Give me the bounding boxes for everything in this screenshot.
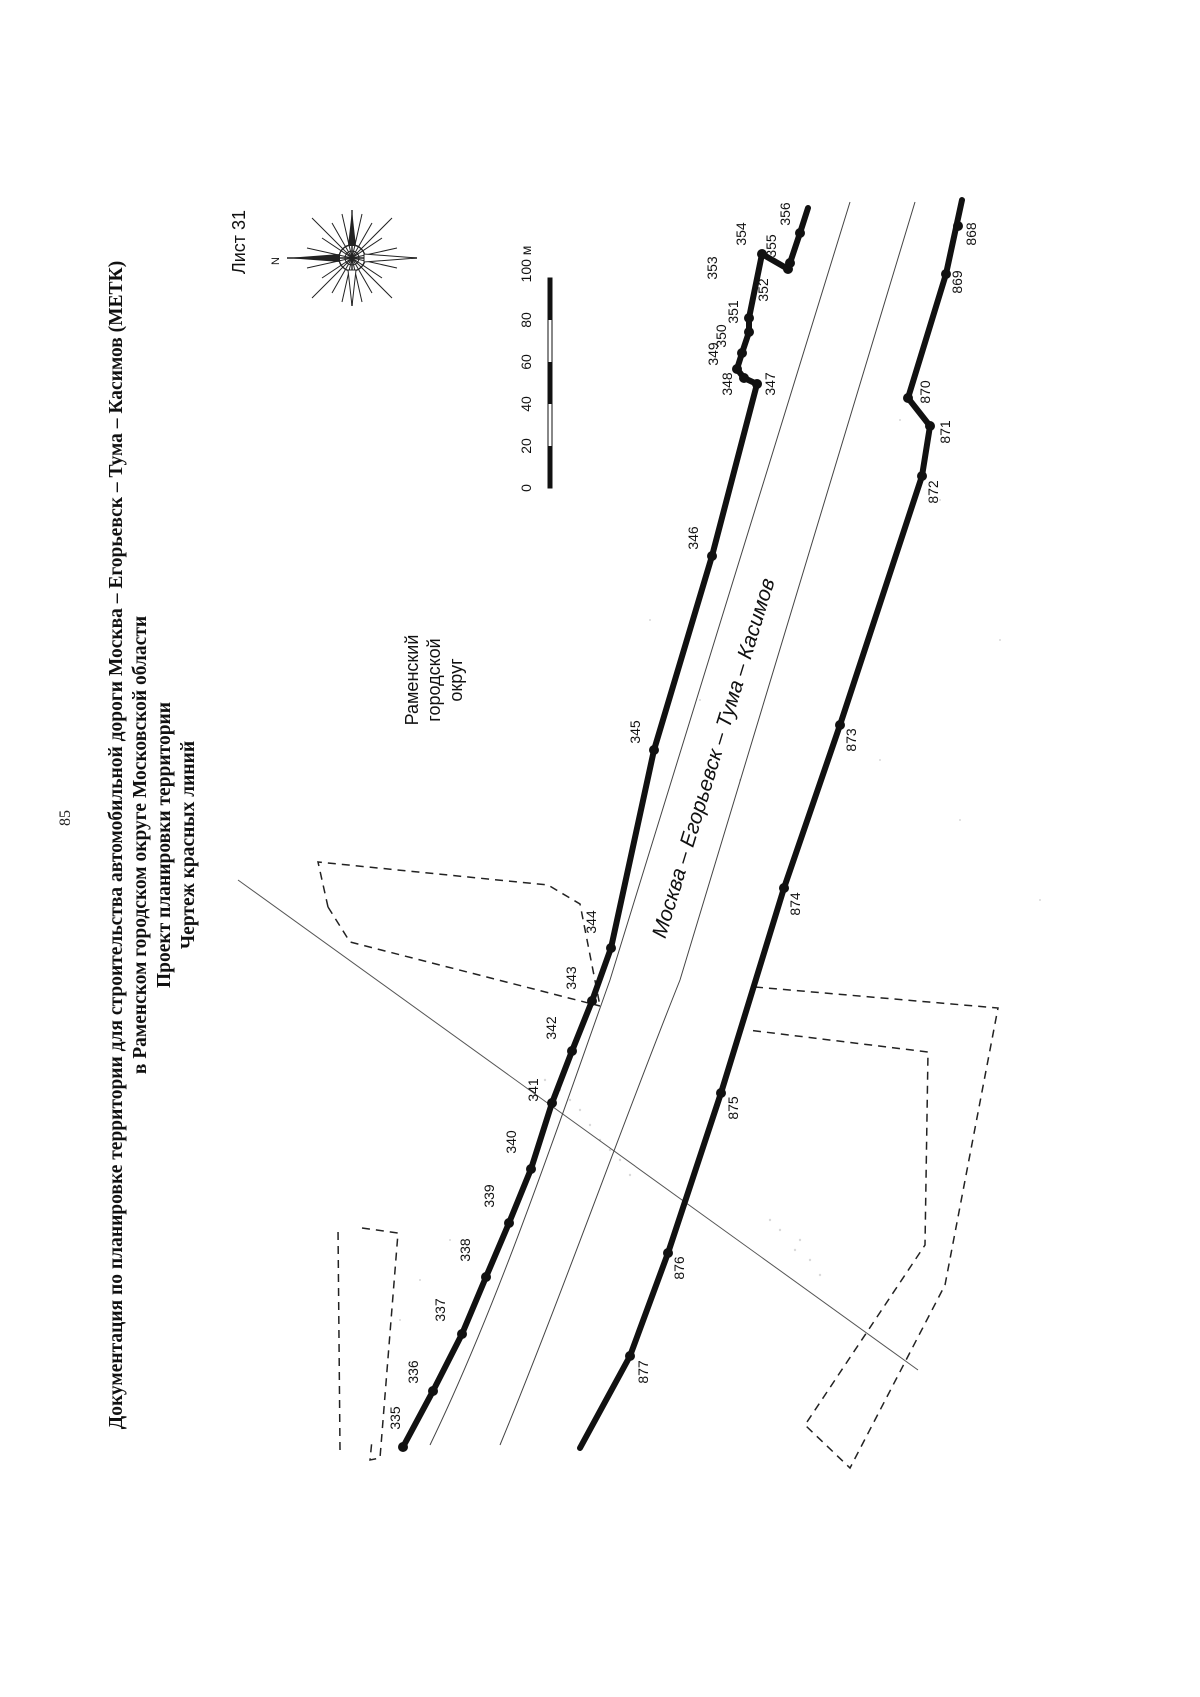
dashed-parcel-left: [337, 1227, 341, 1451]
label-340: 340: [503, 1130, 519, 1154]
scale-tick-80: 80: [518, 312, 534, 328]
scale-bar: 0 20 40 60 80 100 м: [518, 246, 553, 492]
label-876: 876: [671, 1256, 687, 1280]
dashed-parcel-bottom: [747, 986, 999, 1470]
road-edge-south: [499, 201, 916, 1446]
dashed-boundaries: [317, 861, 999, 1470]
point-335: [398, 1442, 408, 1452]
point-347: [752, 379, 762, 389]
label-356: 356: [777, 202, 793, 226]
label-341: 341: [525, 1078, 541, 1102]
point-877: [625, 1351, 635, 1361]
label-342: 342: [543, 1016, 559, 1040]
label-873: 873: [843, 728, 859, 752]
point-356: [795, 228, 805, 238]
district-label-line-2: городской: [424, 638, 444, 721]
label-350: 350: [713, 324, 729, 348]
label-875: 875: [725, 1096, 741, 1120]
label-345: 345: [627, 720, 643, 744]
title-line-1: Документация по планировке территории дл…: [106, 261, 127, 1429]
label-877: 877: [635, 1360, 651, 1384]
label-336: 336: [405, 1360, 421, 1384]
point-342: [567, 1046, 577, 1056]
label-872: 872: [925, 480, 941, 504]
scale-tick-60: 60: [518, 354, 534, 370]
point-339: [504, 1218, 514, 1228]
label-347: 347: [762, 372, 778, 396]
label-353: 353: [704, 256, 720, 280]
point-350: [737, 348, 747, 358]
title-line-2: в Раменском городском округе Московской …: [130, 616, 151, 1074]
label-343: 343: [563, 966, 579, 990]
point-349: [732, 364, 742, 374]
label-346: 346: [685, 526, 701, 550]
point-876: [663, 1248, 673, 1258]
north-label: N: [270, 257, 282, 265]
district-label-line-1: Раменский: [402, 635, 422, 726]
label-338: 338: [457, 1238, 473, 1262]
red-line-points-north: [398, 228, 805, 1452]
point-874: [779, 883, 789, 893]
label-868: 868: [963, 222, 979, 246]
point-353: [757, 249, 767, 259]
title-line-4: Чертеж красных линий: [178, 741, 199, 949]
point-348: [739, 373, 749, 383]
label-870: 870: [917, 380, 933, 404]
label-352: 352: [755, 278, 771, 302]
label-355: 355: [763, 234, 779, 258]
label-354: 354: [733, 222, 749, 246]
label-351: 351: [725, 300, 741, 324]
point-labels-north: 335 336 337 338 339 340 341 342 343 344 …: [387, 202, 793, 1430]
point-351: [744, 327, 754, 337]
sheet-label: Лист 31: [229, 210, 249, 274]
point-labels-south: 868 869 870 871 872 873 874 875 876 877: [635, 222, 979, 1384]
road-edge-north: [429, 201, 851, 1446]
point-869: [941, 269, 951, 279]
scale-tick-20: 20: [518, 438, 534, 454]
label-344: 344: [583, 910, 599, 934]
district-label: Раменский городской округ: [402, 635, 466, 726]
point-338: [481, 1272, 491, 1282]
label-335: 335: [387, 1406, 403, 1430]
title-block: Документация по планировке территории дл…: [106, 261, 199, 1429]
label-337: 337: [432, 1298, 448, 1322]
point-355: [785, 258, 795, 268]
point-341: [547, 1098, 557, 1108]
point-340: [526, 1164, 536, 1174]
dashed-parcel-top: [317, 861, 601, 1007]
point-872: [917, 471, 927, 481]
point-868: [953, 221, 963, 231]
scale-tick-40: 40: [518, 396, 534, 412]
point-870: [903, 393, 913, 403]
label-348: 348: [719, 372, 735, 396]
red-line-points-south: [625, 221, 963, 1361]
point-336: [428, 1386, 438, 1396]
point-352: [744, 313, 754, 323]
label-339: 339: [481, 1184, 497, 1208]
scale-tick-0: 0: [518, 484, 534, 492]
label-874: 874: [787, 892, 803, 916]
district-label-line-3: округ: [446, 658, 466, 702]
label-871: 871: [937, 420, 953, 444]
diagonal-boundary-line: [237, 879, 919, 1371]
scale-tick-100: 100 м: [518, 246, 534, 283]
title-line-3: Проект планировки территории: [154, 702, 175, 988]
point-871: [925, 421, 935, 431]
point-345: [649, 745, 659, 755]
label-869: 869: [949, 270, 965, 294]
label-349: 349: [705, 342, 721, 366]
point-875: [716, 1088, 726, 1098]
page-number: 85: [57, 810, 74, 826]
background-texture: [399, 419, 1041, 1321]
compass-rose-icon: N: [270, 210, 418, 307]
road-edges: [429, 201, 916, 1446]
point-344: [606, 943, 616, 953]
point-337: [457, 1329, 467, 1339]
point-343: [587, 996, 597, 1006]
point-346: [707, 551, 717, 561]
point-873: [835, 720, 845, 730]
